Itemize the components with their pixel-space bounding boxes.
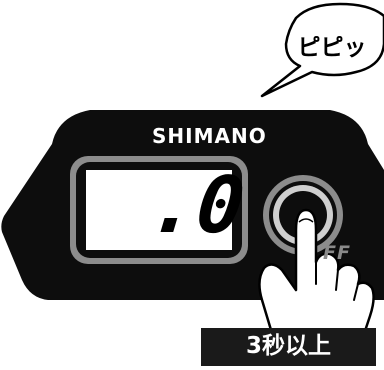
speech-bubble-text: ピピッ <box>297 35 367 61</box>
speech-bubble <box>260 2 384 98</box>
duration-banner <box>201 328 376 366</box>
lcd-readout: .0 <box>145 161 249 251</box>
brand-logo-text: SHIMANO <box>152 124 267 148</box>
lcd-screen <box>86 170 232 250</box>
power-label: FF <box>323 242 351 264</box>
duration-banner-text: 3秒以上 <box>245 333 331 359</box>
pointing-hand-icon <box>258 208 375 342</box>
